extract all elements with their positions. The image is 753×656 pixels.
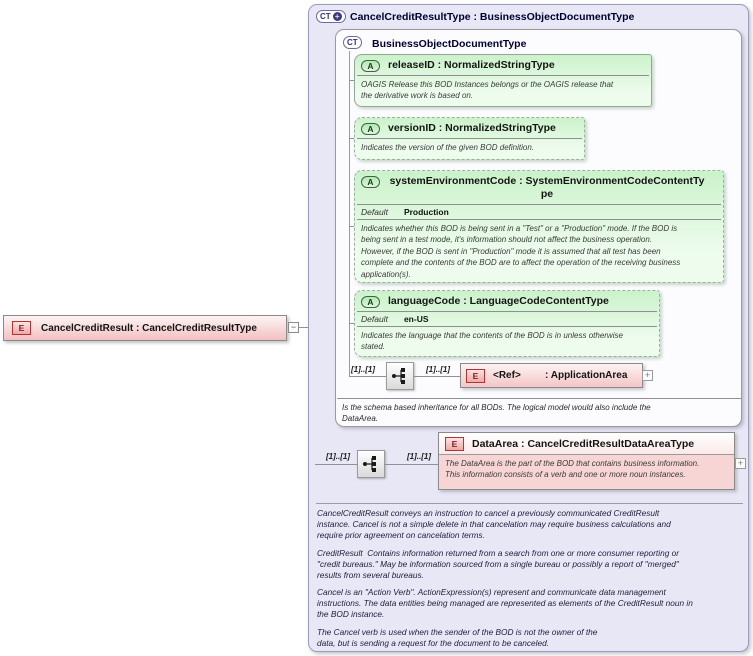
connector-line: [385, 464, 438, 465]
separator: [316, 503, 743, 504]
expand-button[interactable]: +: [642, 370, 653, 381]
attribute-doc: Indicates the language that the contents…: [361, 331, 623, 352]
doc-paragraph: Cancel is an "Action Verb". ActionExpres…: [317, 587, 693, 620]
ref-element-name: <Ref>: [493, 370, 521, 381]
connector-line: [349, 51, 350, 376]
sequence-icon: [386, 362, 414, 390]
cardinality-label: [1]..[1]: [351, 365, 375, 374]
separator: [357, 219, 721, 220]
attribute-doc: Indicates whether this BOD is being sent…: [361, 224, 681, 279]
expand-button[interactable]: +: [735, 458, 746, 469]
dataarea-element-box[interactable]: E DataArea : CancelCreditResultDataAreaT…: [438, 432, 735, 490]
default-label: Default: [361, 314, 388, 324]
base-type-doc: Is the schema based inheritance for all …: [342, 403, 651, 424]
attribute-box-systemenvironmentcode[interactable]: A systemEnvironmentCode : SystemEnvironm…: [354, 170, 724, 283]
separator: [357, 75, 649, 76]
ref-element-type: : ApplicationArea: [545, 370, 628, 381]
attribute-title: systemEnvironmentCode : SystemEnvironmen…: [389, 175, 705, 200]
cardinality-label: [1]..[1]: [326, 452, 350, 461]
separator: [357, 326, 657, 327]
separator: [337, 398, 741, 399]
default-value: en-US: [403, 314, 429, 324]
doc-paragraph: CancelCreditResult conveys an instructio…: [317, 508, 671, 540]
connector-line: [349, 80, 354, 81]
dataarea-doc: The DataArea is the part of the BOD that…: [445, 459, 700, 480]
dataarea-title: DataArea : CancelCreditResultDataAreaTyp…: [472, 438, 695, 450]
cardinality-label: [1]..[1]: [426, 365, 450, 374]
default-label: Default: [361, 207, 388, 217]
attribute-icon: A: [361, 60, 380, 72]
base-type-title: BusinessObjectDocumentType: [372, 38, 527, 50]
attribute-icon: A: [361, 176, 380, 188]
doc-paragraph: The Cancel verb is used when the sender …: [317, 627, 598, 649]
attribute-doc: Indicates the version of the given BOD d…: [361, 143, 534, 152]
attribute-box-languagecode[interactable]: A languageCode : LanguageCodeContentType…: [354, 290, 660, 357]
separator: [439, 454, 734, 455]
attribute-box-releaseid[interactable]: A releaseID : NormalizedStringType OAGIS…: [354, 54, 652, 107]
root-element-label: CancelCreditResult : CancelCreditResultT…: [41, 322, 257, 334]
complex-type-title: CancelCreditResultType : BusinessObjectD…: [350, 11, 635, 23]
derived-plus-icon: +: [332, 12, 342, 21]
connector-line: [349, 376, 386, 377]
attribute-doc: OAGIS Release this BOD Instances belongs…: [361, 80, 614, 101]
attribute-icon: A: [361, 296, 380, 308]
separator: [357, 311, 657, 312]
base-type-box: CT BusinessObjectDocumentType A releaseI…: [335, 29, 742, 427]
applicationarea-ref-box[interactable]: E <Ref> : ApplicationArea: [460, 363, 643, 388]
element-icon: E: [445, 437, 464, 451]
collapse-button[interactable]: −: [288, 322, 299, 333]
attribute-icon: A: [361, 123, 380, 135]
separator: [357, 204, 721, 205]
cardinality-label: [1]..[1]: [407, 452, 431, 461]
complex-type-box: CT + CancelCreditResultType : BusinessOb…: [308, 4, 749, 652]
attribute-title: releaseID : NormalizedStringType: [388, 59, 555, 71]
element-icon: E: [466, 368, 485, 383]
default-value: Production: [403, 207, 449, 217]
attribute-title: languageCode : LanguageCodeContentType: [388, 295, 609, 307]
attribute-box-versionid[interactable]: A versionID : NormalizedStringType Indic…: [354, 117, 585, 160]
ct-icon-label: CT: [320, 12, 331, 21]
attribute-title: versionID : NormalizedStringType: [388, 122, 556, 134]
sequence-icon: [357, 450, 385, 478]
separator: [357, 138, 582, 139]
complex-type-icon: CT +: [316, 10, 346, 23]
connector-line: [349, 138, 354, 139]
connector-line: [414, 376, 460, 377]
element-icon: E: [12, 321, 31, 335]
doc-paragraph: CreditResult Contains information return…: [317, 547, 679, 580]
root-element-box[interactable]: E CancelCreditResult : CancelCreditResul…: [3, 315, 287, 341]
connector-line: [349, 226, 354, 227]
base-type-icon: CT: [343, 36, 362, 49]
connector-line: [349, 323, 354, 324]
ct-icon-label: CT: [347, 38, 358, 47]
type-documentation: CancelCreditResult conveys an instructio…: [317, 508, 745, 656]
connector-line: [315, 464, 357, 465]
